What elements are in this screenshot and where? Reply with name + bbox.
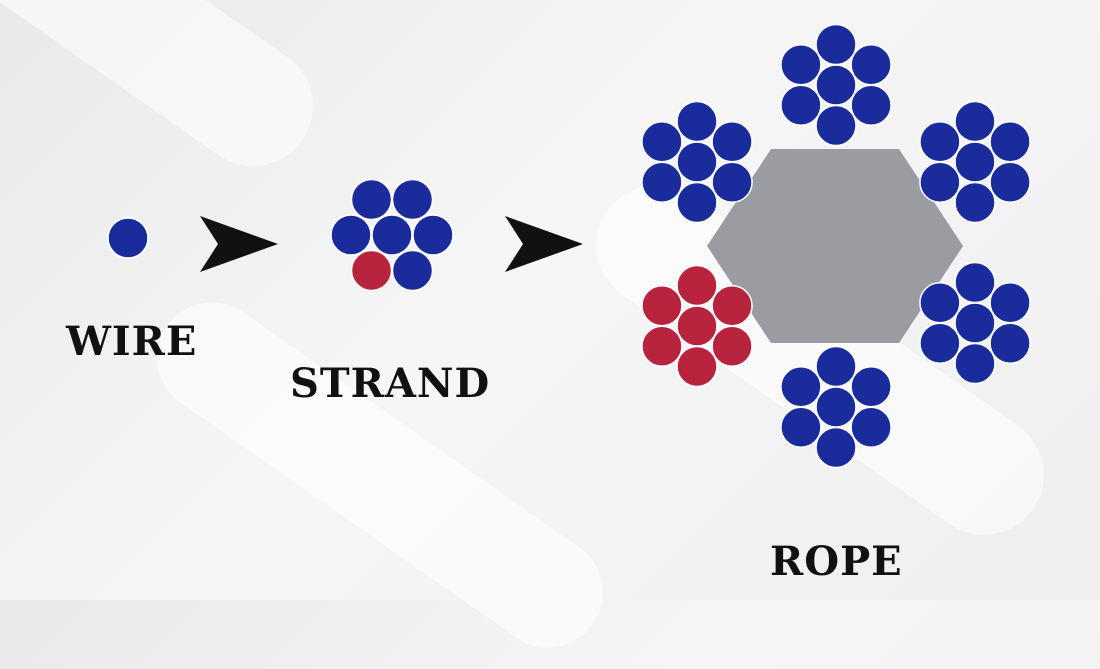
strand-outer-wire: [330, 214, 372, 256]
rope-strand-highlighted-outer-wire: [711, 325, 753, 367]
rope-strand-top-outer-wire: [850, 44, 892, 86]
rope-strand-upper-right-outer-wire: [989, 161, 1031, 203]
rope-strand-lower-right-outer-wire: [989, 322, 1031, 364]
wire-label: WIRE: [66, 318, 198, 365]
rope-strand-highlighted-outer-wire: [641, 285, 683, 327]
rope-strand-upper-right-outer-wire: [954, 100, 996, 143]
strand-outer-wire: [391, 249, 434, 292]
strand-center-wire: [371, 214, 413, 256]
rope-strand-bottom-outer-wire: [850, 406, 892, 448]
rope-strand-bottom-outer-wire: [780, 406, 822, 448]
rope-strand-upper-left-outer-wire: [641, 121, 683, 163]
rope-strand-upper-right-outer-wire: [989, 121, 1031, 163]
rope-strand-upper-right-center-wire: [954, 141, 996, 183]
rope-strand-upper-right-outer-wire: [919, 121, 961, 163]
rope-strand-bottom-outer-wire: [780, 366, 822, 408]
rope-strand-upper-left-outer-wire: [676, 181, 718, 224]
rope-strand-upper-left-outer-wire: [711, 121, 753, 163]
rope-strand-top-center-wire: [815, 64, 857, 106]
rope-strand-lower-right-outer-wire: [919, 282, 961, 324]
rope-strand-top-outer-wire: [815, 23, 857, 66]
rope-strand-top-outer-wire: [780, 84, 822, 126]
rope-strand-lower-right-center-wire: [954, 302, 996, 344]
arrow-icon: [200, 216, 278, 272]
rope-strand-upper-left-outer-wire: [641, 161, 683, 203]
rope-strand-upper-left-outer-wire: [676, 100, 718, 143]
rope-strand-highlighted-outer-wire: [676, 264, 718, 307]
wire-rope-diagram: [107, 23, 1031, 469]
rope-strand-highlighted-outer-wire: [711, 285, 753, 327]
strand-highlighted-wire: [350, 249, 393, 292]
rope-core: [707, 149, 963, 343]
strand-label: STRAND: [290, 360, 491, 407]
rope-strand-bottom-outer-wire: [850, 366, 892, 408]
rope-strand-lower-right-outer-wire: [954, 342, 996, 385]
rope-strand-lower-right-outer-wire: [919, 322, 961, 364]
rope-strand-highlighted-outer-wire: [641, 325, 683, 367]
rope-strand-upper-left-center-wire: [676, 141, 718, 183]
rope-strand-upper-right-outer-wire: [954, 181, 996, 224]
rope-label: ROPE: [770, 538, 903, 585]
strand-outer-wire: [391, 178, 434, 221]
rope-strand-upper-left-outer-wire: [711, 161, 753, 203]
strand-outer-wire: [350, 178, 393, 221]
rope-strand-highlighted-center-wire: [676, 305, 718, 347]
rope-strand-bottom-center-wire: [815, 386, 857, 428]
rope-strand-upper-right-outer-wire: [919, 161, 961, 203]
strand-outer-wire: [412, 214, 454, 256]
arrow-icon: [505, 216, 583, 272]
single-wire: [107, 217, 149, 259]
rope-strand-lower-right-outer-wire: [989, 282, 1031, 324]
rope-strand-highlighted-outer-wire: [676, 345, 718, 388]
rope-strand-top-outer-wire: [850, 84, 892, 126]
rope-strand-top-outer-wire: [815, 104, 857, 147]
rope-strand-bottom-outer-wire: [815, 426, 857, 469]
rope-strand-top-outer-wire: [780, 44, 822, 86]
rope-strand-bottom-outer-wire: [815, 345, 857, 388]
rope-strand-lower-right-outer-wire: [954, 261, 996, 304]
